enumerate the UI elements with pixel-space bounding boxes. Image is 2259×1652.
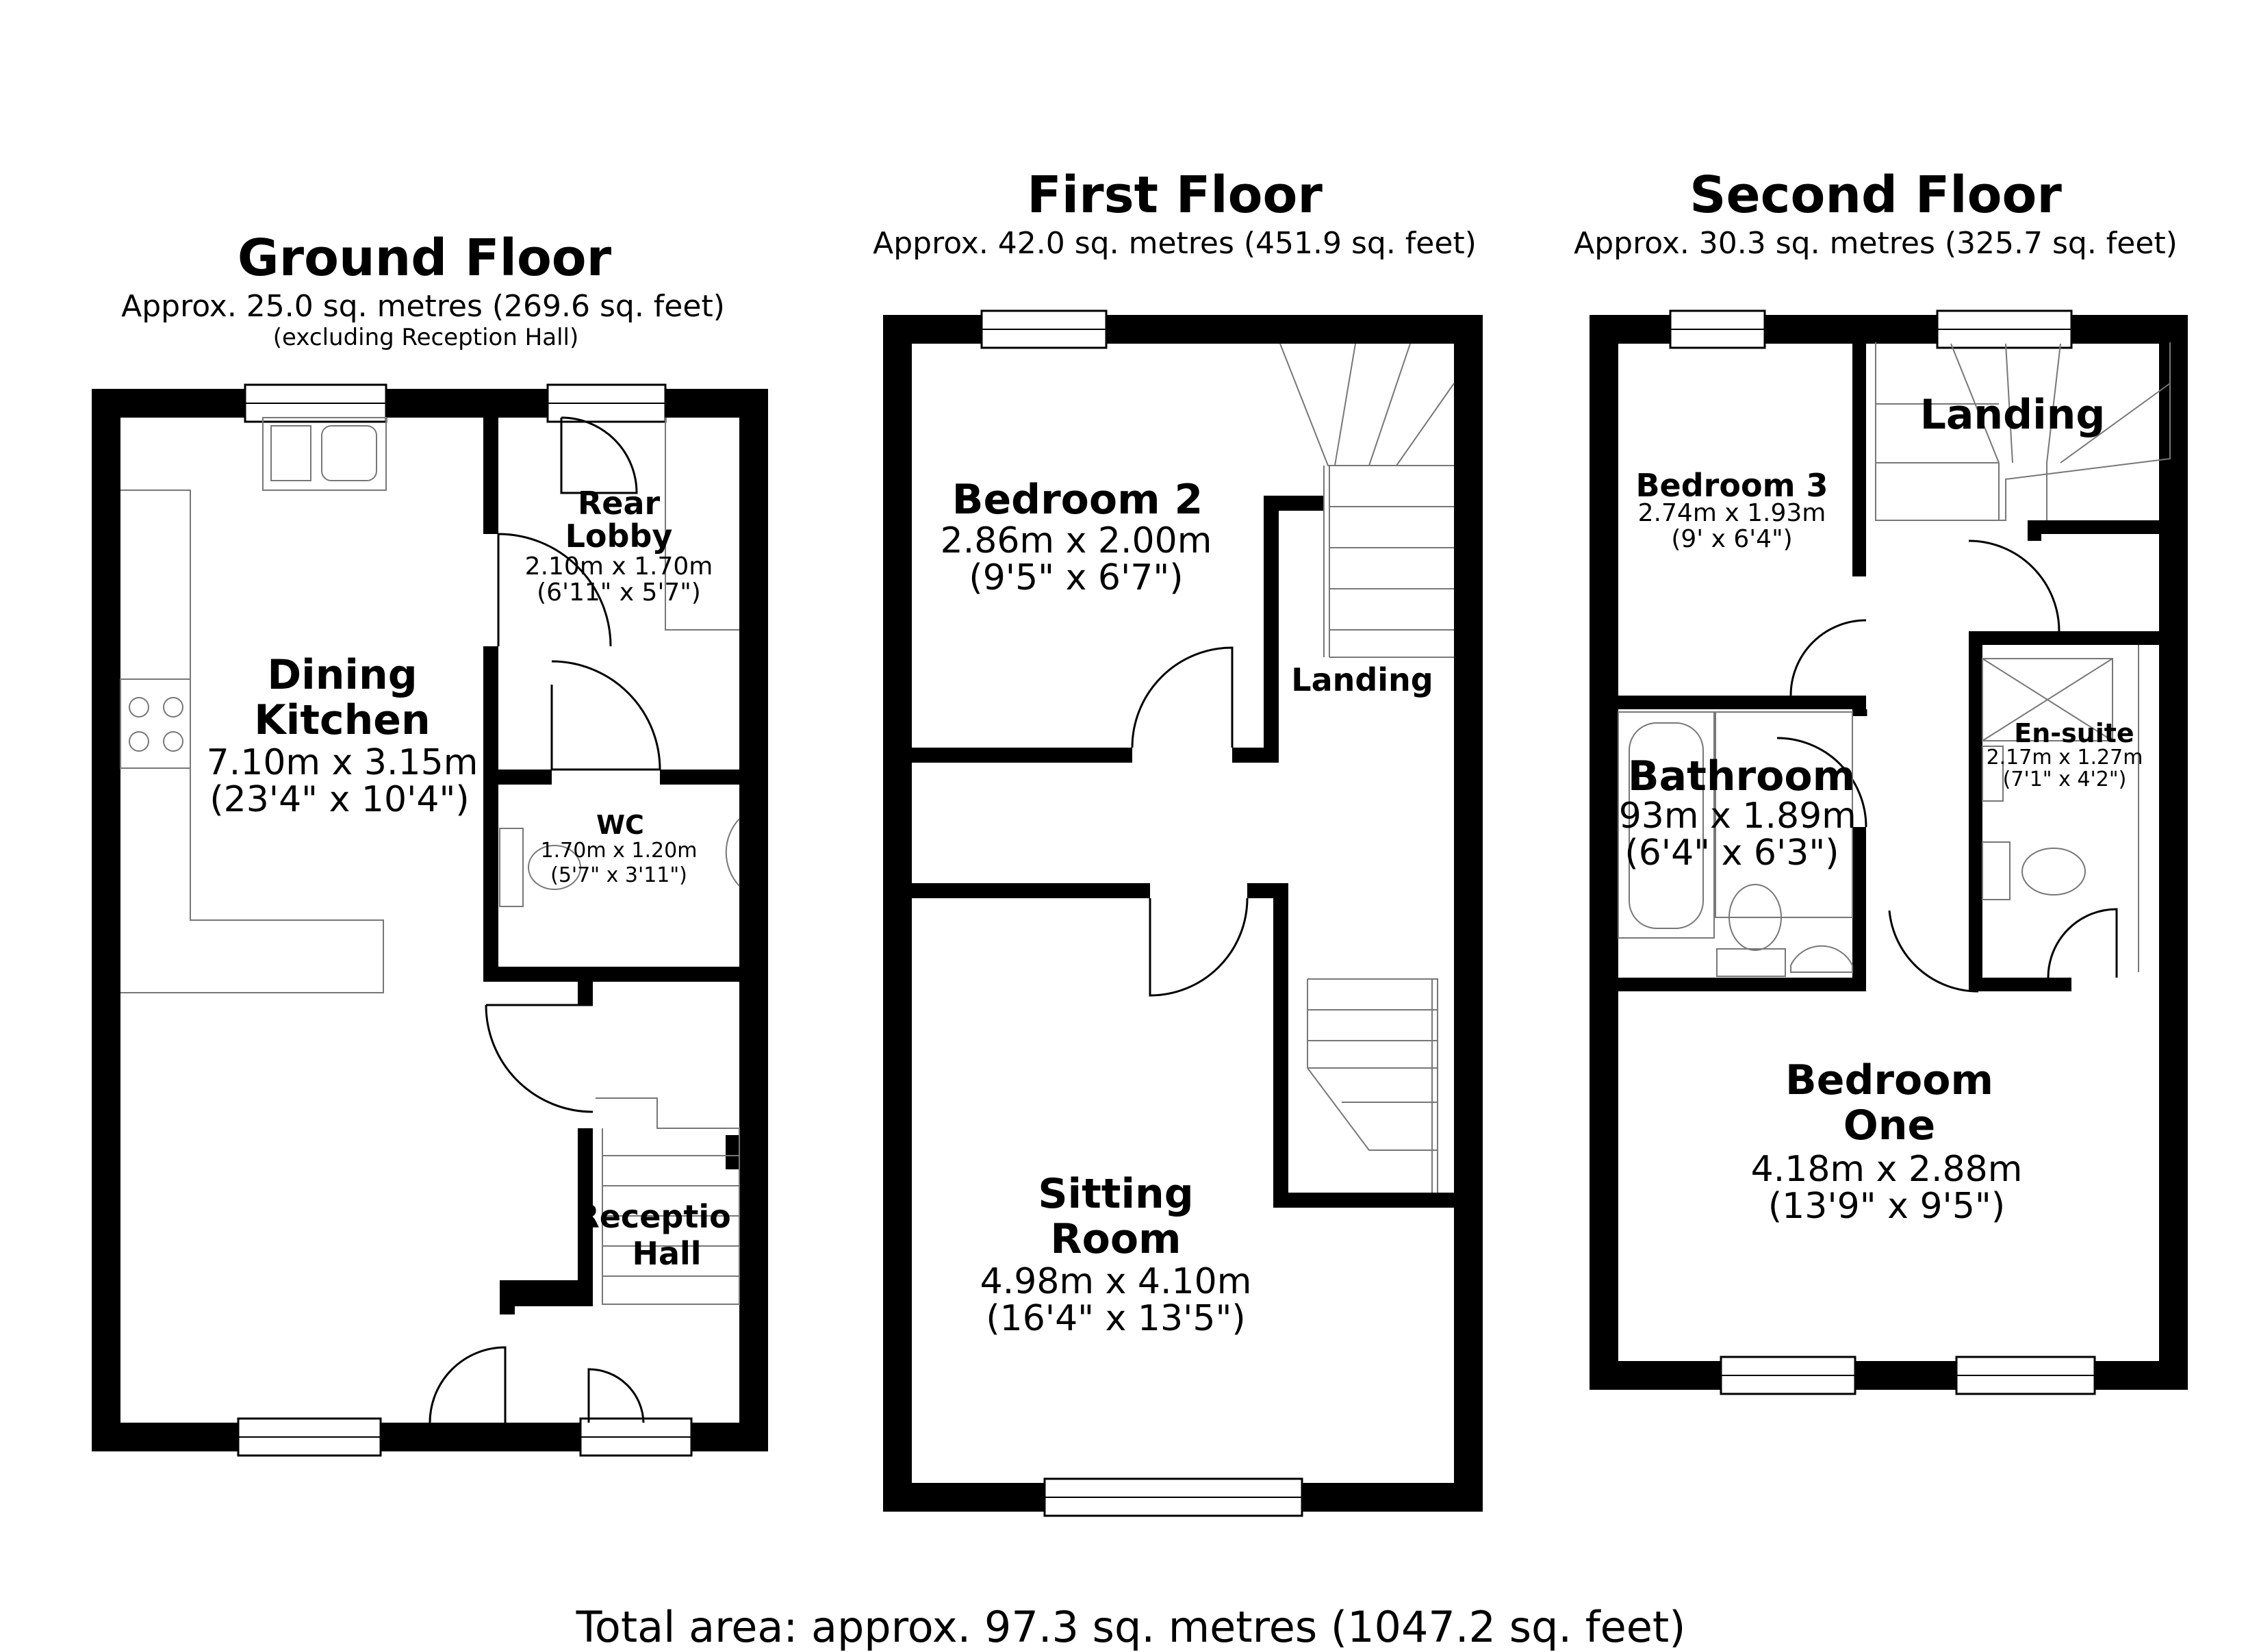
room-dim-en-suite-imperial: (7'1" x 4'2") <box>2002 767 2127 791</box>
total-area: Total area: approx. 97.3 sq. metres (104… <box>576 1602 1686 1652</box>
room-dim-bedroom-3-imperial: (9' x 6'4") <box>1671 525 1793 553</box>
room-name-bedroom-one-2: One <box>1843 1102 1936 1149</box>
room-name-wc: WC <box>596 810 644 840</box>
room-name-rear-lobby-1: Rear <box>577 485 661 522</box>
second-floor-area: Approx. 30.3 sq. metres (325.7 sq. feet) <box>1574 226 2178 261</box>
room-name-bathroom: Bathroom <box>1627 752 1856 800</box>
fixtures <box>120 342 2171 1305</box>
room-dim-bathroom-metric: .93m x 1.89m <box>1607 796 1856 837</box>
first-floor-area: Approx. 42.0 sq. metres (451.9 sq. feet) <box>873 226 1477 261</box>
room-dim-sitting-room-metric: 4.98m x 4.10m <box>980 1261 1252 1302</box>
ground-floor-title: Ground Floor <box>237 229 612 288</box>
room-dim-bedroom-one-imperial: (13'9" x 9'5") <box>1767 1186 2006 1227</box>
room-name-sitting-room-2: Room <box>1050 1215 1182 1263</box>
room-name-reception-hall-2: Hall <box>632 1235 702 1272</box>
room-name-rear-lobby-2: Lobby <box>565 518 673 555</box>
room-dim-sitting-room-imperial: (16'4" x 13'5") <box>986 1298 1246 1339</box>
room-dim-bathroom-imperial: (6'4" x 6'3") <box>1624 833 1839 874</box>
room-dim-wc-imperial: (5'7" x 3'11") <box>550 863 687 887</box>
room-dim-dining-kitchen-metric: 7.10m x 3.15m <box>206 742 478 783</box>
room-name-en-suite: En-suite <box>2014 718 2134 748</box>
walls <box>92 315 2188 1512</box>
room-dim-bedroom-3-metric: 2.74m x 1.93m <box>1637 499 1826 527</box>
room-name-dining-kitchen-1: Dining <box>267 651 418 699</box>
room-name-reception-hall-1: Receptio <box>575 1198 731 1235</box>
room-dim-bedroom-one-metric: 4.18m x 2.88m <box>1750 1149 2023 1190</box>
room-dim-bedroom-2-metric: 2.86m x 2.00m <box>940 520 1212 561</box>
ground-floor-note: (excluding Reception Hall) <box>272 324 579 351</box>
room-name-first-landing: Landing <box>1291 661 1433 698</box>
room-dim-rear-lobby-metric: 2.10m x 1.70m <box>524 552 713 581</box>
doors <box>429 416 2118 1423</box>
first-floor-title: First Floor <box>1027 166 1323 225</box>
room-name-bedroom-2: Bedroom 2 <box>952 476 1203 524</box>
room-name-sitting-room-1: Sitting <box>1038 1170 1194 1218</box>
window-panes <box>238 329 2095 1498</box>
room-dim-en-suite-metric: 2.17m x 1.27m <box>1986 746 2143 770</box>
ground-floor-area: Approx. 25.0 sq. metres (269.6 sq. feet) <box>121 289 725 324</box>
room-dim-bedroom-2-imperial: (9'5" x 6'7") <box>969 557 1184 598</box>
room-dim-wc-metric: 1.70m x 1.20m <box>540 839 698 863</box>
room-name-bedroom-one-1: Bedroom <box>1785 1056 1993 1104</box>
room-name-dining-kitchen-2: Kitchen <box>254 696 431 744</box>
second-floor-title: Second Floor <box>1689 166 2062 225</box>
room-dim-rear-lobby-imperial: (6'11" x 5'7") <box>537 579 701 607</box>
room-name-bedroom-3: Bedroom 3 <box>1635 467 1828 504</box>
room-name-second-landing: Landing <box>1919 391 2106 439</box>
room-dim-dining-kitchen-imperial: (23'4" x 10'4") <box>209 779 470 820</box>
